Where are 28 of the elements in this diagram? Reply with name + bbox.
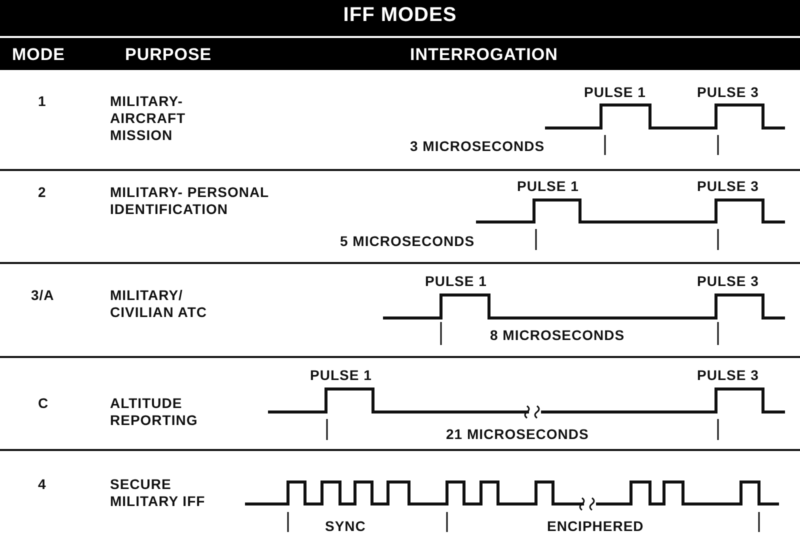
purpose-text: MILITARY/ CIVILIAN ATC [110,287,208,321]
mode-label: 4 [38,476,46,493]
duration-label: 5 MICROSECONDS [340,233,475,250]
segment-label: ENCIPHERED [547,518,644,535]
duration-label: 21 MICROSECONDS [446,426,589,443]
pulse-label: PULSE 1 [517,178,579,195]
table-title: IFF MODES [342,7,458,24]
duration-label: 3 MICROSECONDS [410,138,545,155]
mode-label: 2 [38,184,46,201]
purpose-text: ALTITUDE REPORTING [110,395,199,429]
pulse-label: PULSE 1 [425,273,487,290]
purpose-text: MILITARY- PERSONAL IDENTIFICATION [110,184,270,218]
purpose-text: SECURE MILITARY IFF [110,476,206,510]
segment-label: SYNC [325,518,366,535]
mode-label: 1 [38,93,46,110]
pulse-label: PULSE 3 [697,367,759,384]
pulse-label: PULSE 3 [697,178,759,195]
column-header: MODE [12,46,65,63]
pulse-label: PULSE 1 [310,367,372,384]
pulse-label: PULSE 3 [697,273,759,290]
mode-label: C [38,395,49,412]
pulse-label: PULSE 3 [697,84,759,101]
pulse-label: PULSE 1 [584,84,646,101]
purpose-text: MILITARY- AIRCRAFT MISSION [110,93,187,144]
duration-label: 8 MICROSECONDS [490,327,625,344]
column-header: INTERROGATION [410,46,558,63]
mode-label: 3/A [31,287,54,304]
column-header: PURPOSE [125,46,212,63]
